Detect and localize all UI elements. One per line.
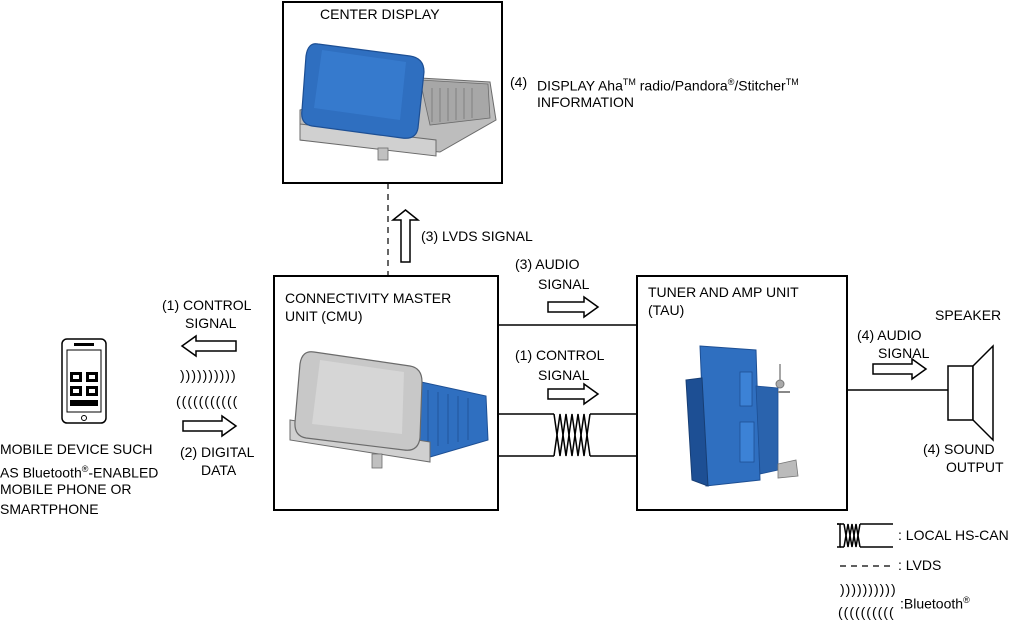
legend-bluetooth: :Bluetooth®	[900, 595, 970, 612]
sound-output-line1: (4) SOUND	[923, 441, 995, 457]
arrow-control-phone-left	[180, 334, 237, 358]
control-signal-phone-line2: SIGNAL	[185, 315, 237, 331]
lvds-signal-label: (3) LVDS SIGNAL	[421, 228, 533, 244]
legend-hs-can-symbol	[837, 523, 893, 548]
control-signal-cmu-line2: SIGNAL	[538, 367, 590, 383]
cmu-box	[273, 275, 499, 511]
center-display-title: CENTER DISPLAY	[320, 6, 440, 22]
bt-waves-out: ))))))))))	[180, 367, 237, 383]
tau-box	[636, 275, 848, 511]
digital-data-line1: (2) DIGITAL	[180, 444, 255, 460]
mobile-label-line2: AS Bluetooth®-ENABLED	[0, 464, 159, 481]
arrow-audio-4-right	[872, 357, 928, 381]
hs-can-twisted-pair	[498, 413, 637, 457]
cmu-unit-image	[289, 351, 489, 469]
audio-signal-3-line1: (3) AUDIO	[515, 256, 580, 272]
speaker-label: SPEAKER	[935, 307, 1002, 323]
arrow-control-cmu-right	[547, 382, 600, 406]
center-display-box	[282, 1, 503, 184]
digital-data-line2: DATA	[201, 462, 237, 478]
cmu-title-line1: CONNECTIVITY MASTER	[285, 290, 452, 306]
control-signal-cmu-line1: (1) CONTROL	[515, 347, 605, 363]
control-signal-phone-line1: (1) CONTROL	[162, 297, 252, 313]
arrow-audio-3-right	[547, 295, 600, 319]
arrow-digital-right	[182, 414, 238, 438]
tau-unit-image	[685, 345, 799, 487]
cmu-title-line2: UNIT (CMU)	[285, 308, 363, 324]
speaker-icon	[947, 344, 994, 442]
audio-signal-4-line2: SIGNAL	[878, 345, 930, 361]
mobile-label-line4: SMARTPHONE	[0, 501, 99, 517]
legend-bt-waves-in: ((((((((((	[838, 604, 895, 620]
bt-waves-in: (((((((((((	[176, 393, 239, 409]
legend-lvds: : LVDS	[898, 557, 942, 573]
sound-output-line2: OUTPUT	[946, 459, 1004, 475]
arrow-lvds-up	[390, 209, 421, 263]
audio-signal-3-line2: SIGNAL	[538, 276, 590, 292]
mobile-label-line1: MOBILE DEVICE SUCH	[0, 441, 153, 457]
legend-bt-waves-out: ))))))))))	[840, 581, 897, 597]
audio-signal-4-line1: (4) AUDIO	[857, 327, 922, 343]
tau-title-line1: TUNER AND AMP UNIT	[648, 284, 799, 300]
display-info-num: (4)	[510, 74, 528, 90]
mobile-label-line3: MOBILE PHONE OR	[0, 481, 132, 497]
mobile-phone-icon	[61, 338, 107, 424]
tau-title-line2: (TAU)	[648, 302, 685, 318]
center-display-unit-image	[299, 43, 497, 161]
legend-local-hs-can: : LOCAL HS-CAN	[898, 527, 1009, 543]
display-info-line2: INFORMATION	[537, 94, 634, 110]
display-info-line1: DISPLAY AhaTM radio/Pandora®/StitcherTM	[537, 77, 799, 94]
